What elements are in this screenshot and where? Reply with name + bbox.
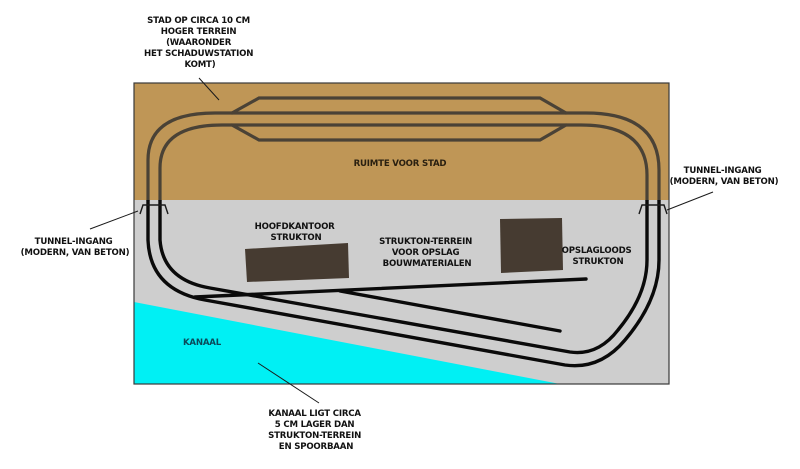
leader-lines (89, 77, 714, 404)
canal-label: KANAAL (183, 338, 222, 348)
inner-loop-upper (158, 123, 649, 201)
warehouse-building (500, 218, 563, 273)
warehouse-label: OPSLAGLOODS STRUKTON (562, 246, 635, 267)
tunnel-left-leader (89, 210, 139, 230)
head-office-label: HOOFDKANTOOR STRUKTON (255, 222, 338, 243)
canal-note-leader (257, 362, 320, 404)
lower-tracks (146, 200, 661, 368)
strukton-terrain-label: STRUKTON-TERREIN VOOR OPSLAG BOUWMATERIA… (379, 237, 475, 269)
head-office-building (245, 243, 349, 282)
upper-tracks (146, 96, 661, 201)
outer-loop-lower (146, 200, 661, 368)
board-outline (133, 82, 670, 385)
city-terrain-area (134, 83, 669, 201)
shadow-siding-bottom (230, 123, 568, 142)
city-note: STAD OP CIRCA 10 CM HOGER TERREIN (WAARO… (144, 16, 256, 70)
inner-loop-lower (158, 200, 649, 355)
tunnel-portal-right (638, 204, 668, 215)
siding-straight (193, 277, 588, 299)
city-note-leader (198, 77, 220, 101)
canal-note: KANAAL LIGT CIRCA 5 CM LAGER DAN STRUKTO… (268, 409, 364, 452)
tunnel-left-label: TUNNEL-INGANG (MODERN, VAN BETON) (21, 237, 130, 258)
tunnel-right-leader (666, 191, 714, 211)
tunnel-portal-left (139, 204, 169, 215)
siding-diagonal (338, 289, 562, 333)
canal-area (134, 302, 560, 384)
city-area-label: RUIMTE VOOR STAD (354, 159, 447, 169)
outer-loop-upper (146, 111, 661, 201)
shadow-siding-top (230, 96, 568, 115)
tunnel-right-label: TUNNEL-INGANG (MODERN, VAN BETON) (670, 166, 779, 187)
